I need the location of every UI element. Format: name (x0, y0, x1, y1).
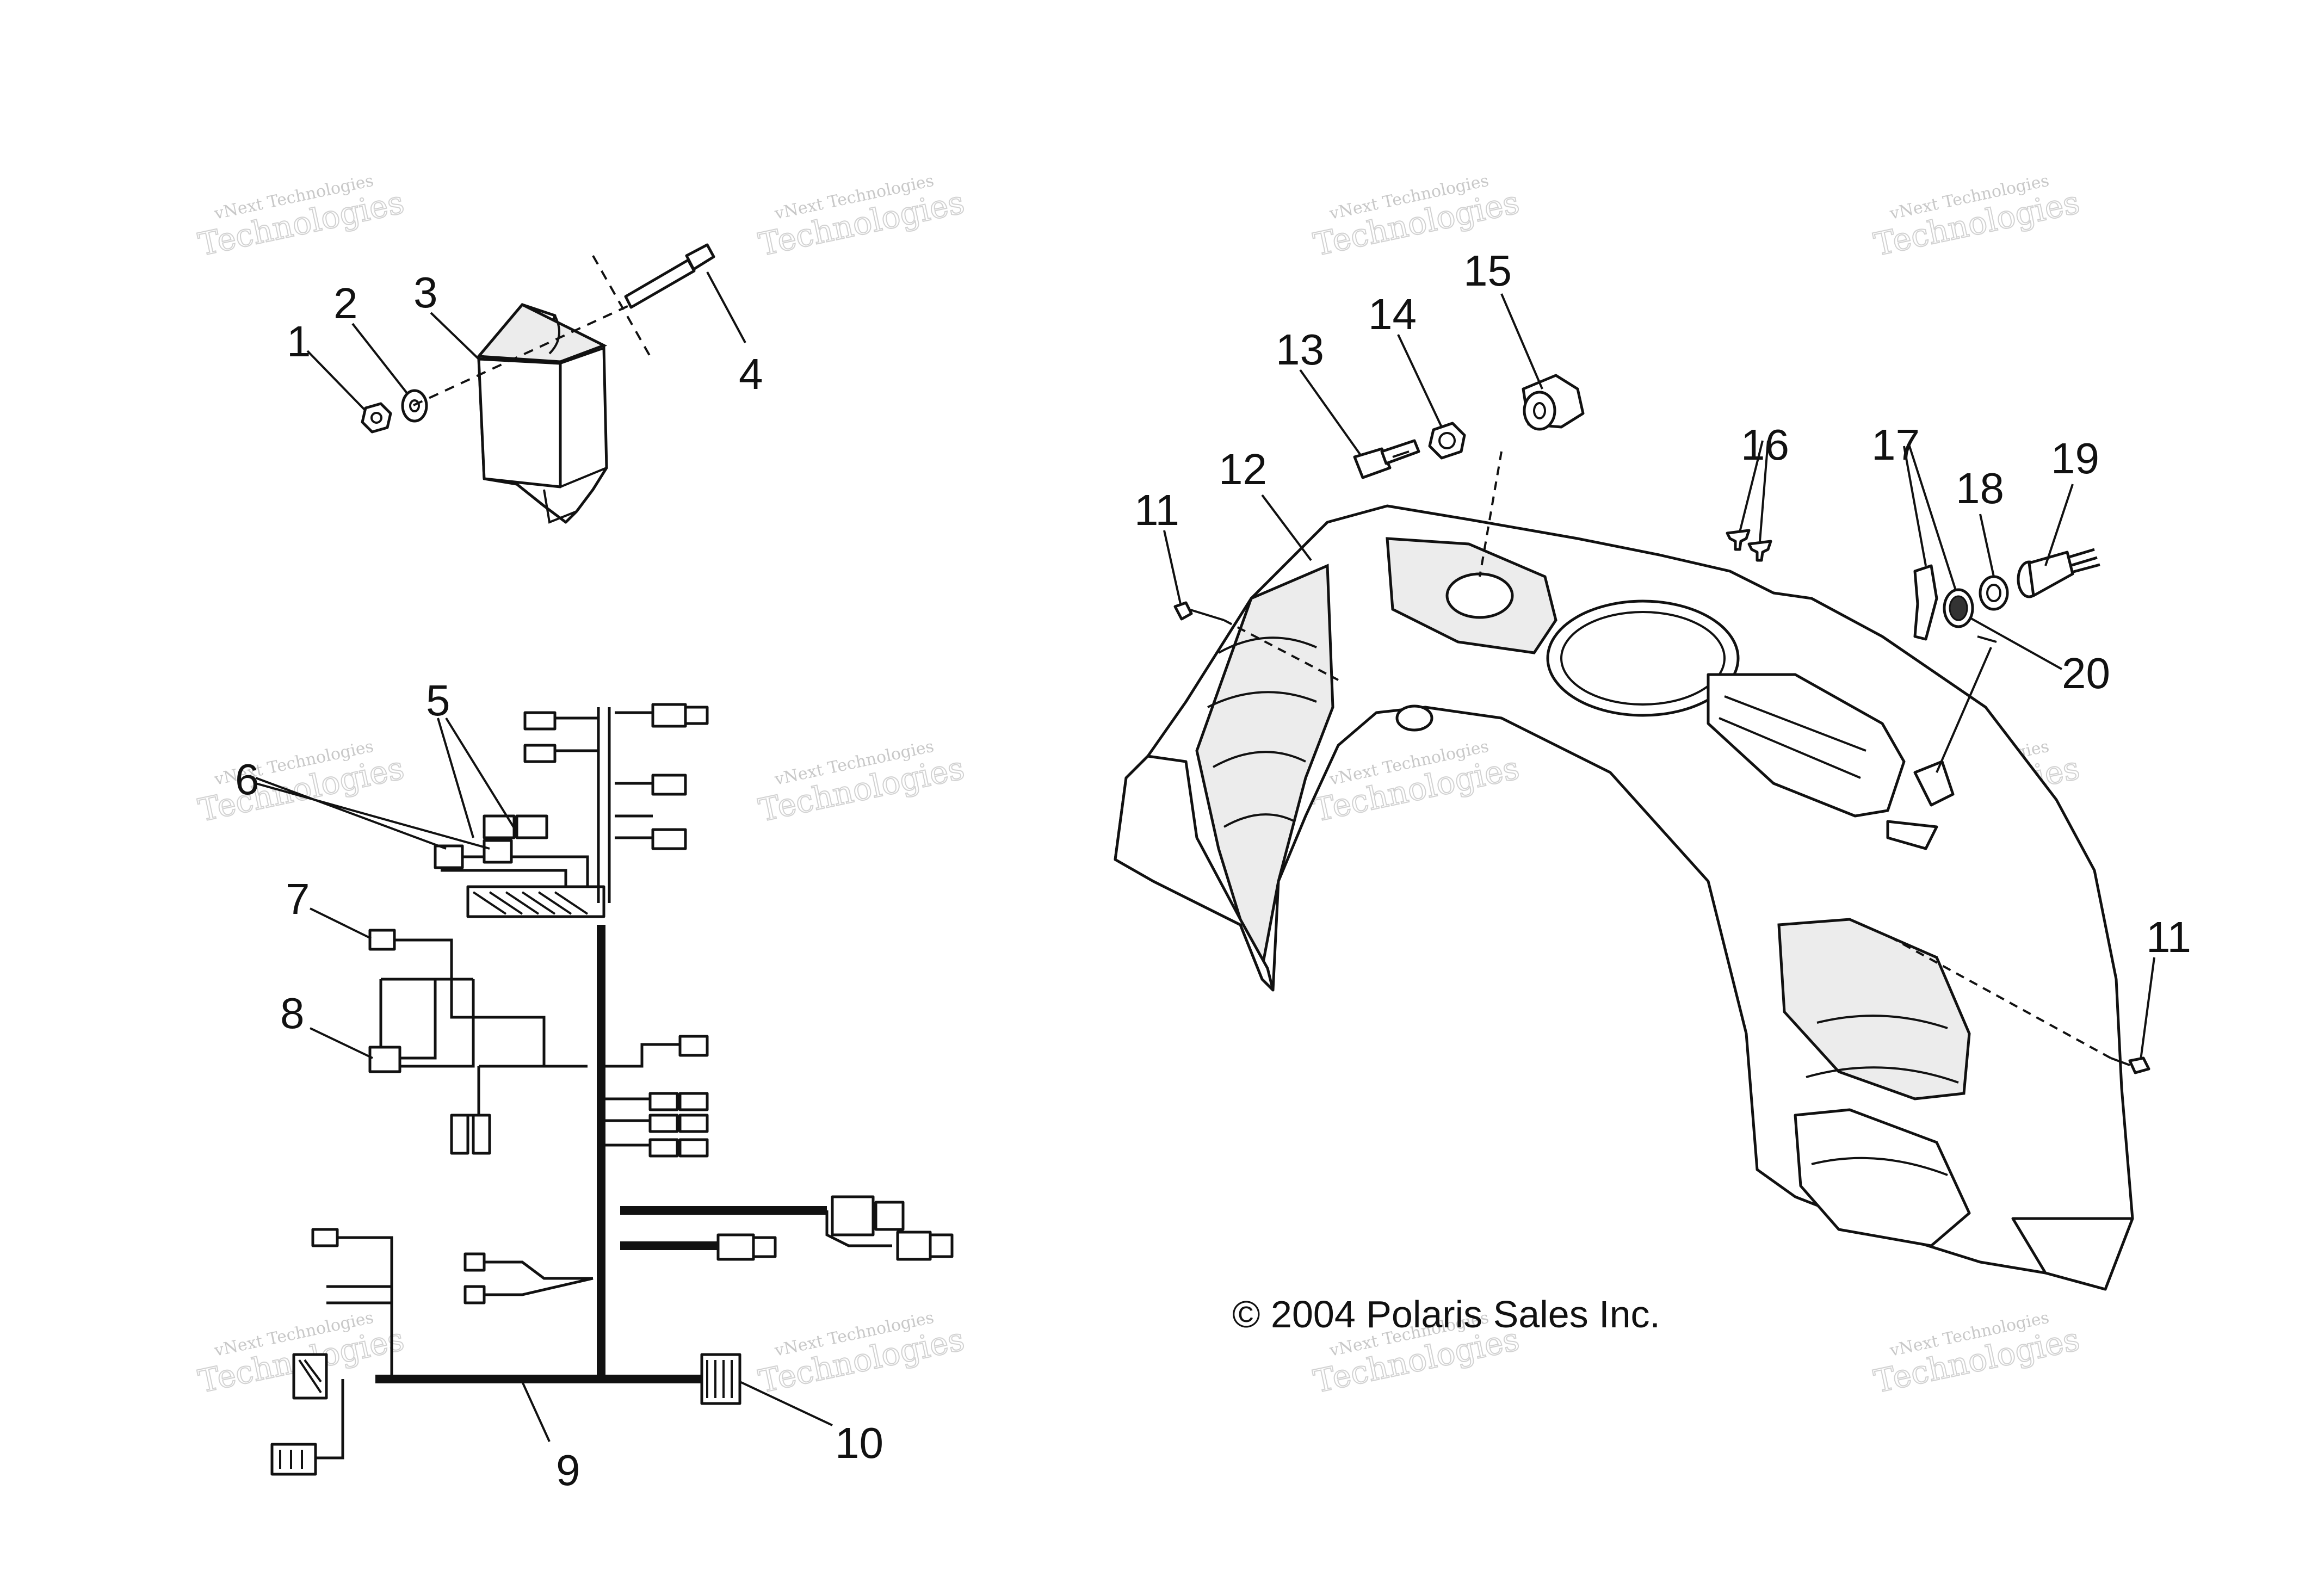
callout-3: 3 (413, 268, 438, 317)
watermark: Technologies vNext Technologies (195, 737, 408, 830)
callout-10: 10 (835, 1419, 883, 1467)
watermark: Technologies vNext Technologies (195, 171, 408, 264)
callout-labels: 1 2 3 4 5 6 7 8 9 10 11 11 12 13 14 15 1… (235, 246, 2191, 1494)
watermark: Technologies vNext Technologies (755, 1308, 968, 1401)
callout-12: 12 (1219, 445, 1267, 493)
part-11-screw-left[interactable] (1173, 601, 1339, 681)
part-11-screw-right[interactable] (1887, 935, 2150, 1074)
watermark: Technologies vNext Technologies (755, 171, 968, 264)
callout-7: 7 (286, 875, 310, 923)
callout-16: 16 (1741, 421, 1789, 469)
watermark: Technologies vNext Technologies (1870, 1308, 2084, 1401)
part-17-lever[interactable] (1913, 564, 1997, 643)
part-15-ignition-switch[interactable] (1522, 374, 1585, 431)
callout-4: 4 (739, 350, 763, 398)
part-13-key[interactable] (1353, 439, 1420, 479)
callout-14: 14 (1368, 290, 1417, 338)
watermark: Technologies vNext Technologies (755, 737, 968, 830)
callout-17: 17 (1871, 421, 1920, 469)
part-5-relay-harness[interactable] (441, 703, 709, 918)
callout-11-left: 11 (1134, 486, 1179, 534)
copyright-notice: © 2004 Polaris Sales Inc. (1232, 1293, 1660, 1335)
part-10-connector[interactable] (700, 1353, 741, 1405)
part-19-switch[interactable] (2017, 548, 2100, 598)
part-12-dash-panel[interactable] (1114, 504, 2134, 1291)
dash-panel-assembly (1114, 293, 2155, 1291)
callout-11-right: 11 (2146, 913, 2191, 961)
callout-5: 5 (426, 676, 450, 725)
callout-20: 20 (2062, 649, 2110, 697)
part-14-nut[interactable] (1428, 422, 1466, 460)
part-16-clips[interactable] (1726, 529, 1772, 562)
wire-harness (255, 703, 954, 1476)
callout-9: 9 (556, 1446, 580, 1494)
part-18-gear[interactable] (1943, 575, 2009, 628)
callout-1: 1 (287, 317, 311, 366)
watermark: Technologies vNext Technologies (1870, 171, 2084, 264)
part-4-bolt[interactable] (624, 243, 715, 309)
callout-2: 2 (333, 279, 358, 327)
callout-13: 13 (1276, 325, 1324, 374)
callout-8: 8 (280, 989, 305, 1037)
part-8-connector[interactable] (368, 978, 588, 1155)
part-3-regulator[interactable] (475, 302, 608, 524)
part-6-connector[interactable] (434, 839, 513, 869)
callout-19: 19 (2051, 434, 2099, 483)
callout-18: 18 (1956, 464, 2004, 512)
callout-15: 15 (1463, 246, 1512, 295)
harness-connectors-left[interactable] (270, 1228, 393, 1476)
part-1-nut[interactable] (361, 402, 392, 434)
regulator-assembly (306, 243, 746, 524)
callout-6: 6 (235, 755, 259, 803)
harness-connectors-right[interactable] (463, 1035, 954, 1304)
